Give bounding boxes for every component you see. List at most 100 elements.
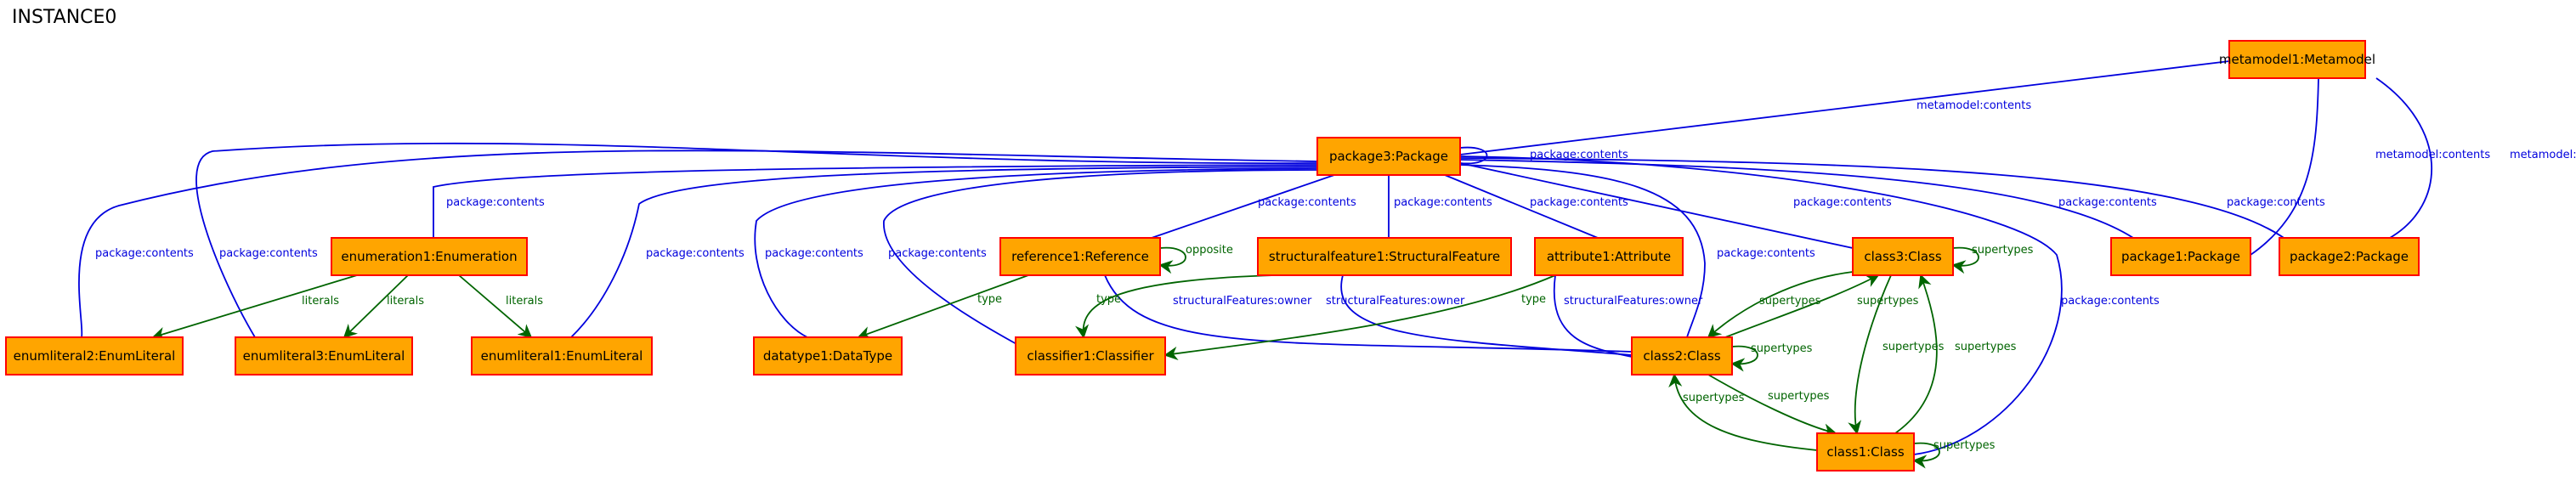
edge-label: supertypes xyxy=(1857,295,1919,308)
edge-line xyxy=(1459,164,1706,338)
edge-ref-dt: type xyxy=(857,274,1029,340)
node-enumliteral2[interactable]: enumliteral2:EnumLiteral xyxy=(5,336,184,376)
edge-label: package:contents xyxy=(888,247,987,260)
diagram-title: INSTANCE0 xyxy=(12,7,117,28)
edge-line xyxy=(1444,174,1599,239)
edge-line xyxy=(1707,271,1854,339)
edge-line xyxy=(1151,174,1335,239)
edge-label: supertypes xyxy=(1768,390,1830,403)
edge-line xyxy=(1340,274,1633,356)
edge-enum-el2: literals xyxy=(151,274,358,341)
edge-label: package:contents xyxy=(1793,196,1892,209)
node-class2[interactable]: class2:Class xyxy=(1631,336,1733,376)
edge-label: package:contents xyxy=(2227,196,2325,209)
node-reference1[interactable]: reference1:Reference xyxy=(999,237,1161,276)
node-datatype1[interactable]: datatype1:DataType xyxy=(753,336,903,376)
edge-label: supertypes xyxy=(1751,342,1813,355)
node-box xyxy=(1852,237,1954,276)
node-enumeration1[interactable]: enumeration1:Enumeration xyxy=(331,237,528,276)
edge-c3-c1: supertypes xyxy=(1848,274,1945,435)
node-metamodel1[interactable]: metamodel1:Metamodel xyxy=(2219,40,2375,79)
edge-line xyxy=(78,150,1318,338)
edge-p3-enum: package:contents xyxy=(433,164,1318,238)
edge-label: supertypes xyxy=(1933,439,1996,452)
node-class3[interactable]: class3:Class xyxy=(1852,237,1954,276)
edge-c3-c2: supertypes xyxy=(1707,271,1854,339)
edge-label: literals xyxy=(387,295,424,308)
edge-label: supertypes xyxy=(1972,244,2034,257)
edge-label: supertypes xyxy=(1955,341,2017,353)
edge-c2-self: supertypes xyxy=(1730,342,1813,372)
edge-sf-c2: structuralFeatures:owner xyxy=(1326,274,1633,356)
node-package3[interactable]: package3:Package xyxy=(1316,137,1461,176)
edge-line xyxy=(1075,274,1276,339)
edge-line xyxy=(1459,60,2230,155)
edge-c1-c3: supertypes xyxy=(1894,274,2017,434)
edge-p3-c1: package:contents xyxy=(1459,155,2160,455)
node-attribute1[interactable]: attribute1:Attribute xyxy=(1534,237,1684,276)
edge-line xyxy=(754,167,1318,338)
edge-line xyxy=(1104,274,1633,353)
node-label: enumliteral1:EnumLiteral xyxy=(481,348,643,364)
node-class1[interactable]: class1:Class xyxy=(1816,432,1915,472)
node-label: datatype1:DataType xyxy=(763,348,892,364)
edge-label: type xyxy=(1096,293,1121,306)
node-label: package1:Package xyxy=(2121,249,2240,264)
node-label: metamodel1:Metamodel xyxy=(2219,52,2375,67)
edge-line xyxy=(1459,159,2134,239)
edge-ref-self: opposite xyxy=(1158,244,1233,274)
edge-label: type xyxy=(1521,293,1546,306)
edge-label: package:contents xyxy=(1530,196,1628,209)
edge-p3-c3: package:contents xyxy=(1459,162,1892,249)
node-package1[interactable]: package1:Package xyxy=(2110,237,2251,276)
edge-line xyxy=(570,166,1318,338)
edge-line xyxy=(857,274,1029,340)
edge-label: package:contents xyxy=(95,247,194,260)
edge-line xyxy=(1163,274,1556,361)
edge-label: literals xyxy=(302,295,339,308)
edge-line xyxy=(1459,155,2063,455)
edge-p3-el2: package:contents xyxy=(78,150,1318,338)
node-box xyxy=(2110,237,2251,276)
edge-label: structuralFeatures:owner xyxy=(1564,295,1703,308)
node-box xyxy=(753,336,903,376)
edge-label: type xyxy=(977,293,1002,306)
node-label: class2:Class xyxy=(1643,348,1720,364)
edge-line xyxy=(883,169,1318,349)
edge-label: package:contents xyxy=(219,247,318,260)
edge-c3-self: supertypes xyxy=(1951,244,2034,274)
edge-line xyxy=(1848,274,1892,435)
edge-line xyxy=(1912,442,1940,469)
node-classifier1[interactable]: classifier1:Classifier xyxy=(1015,336,1166,376)
edge-p3-sf: package:contents xyxy=(1388,175,1492,238)
edge-line xyxy=(1707,374,1837,438)
edge-p3-p2: package:contents xyxy=(1459,157,2325,247)
edge-p3-c2: package:contents xyxy=(1459,164,1815,338)
node-package2[interactable]: package2:Package xyxy=(2279,237,2420,276)
edge-line xyxy=(1553,274,1633,358)
node-sf1[interactable]: structuralfeature1:StructuralFeature xyxy=(1257,237,1512,276)
node-box xyxy=(2228,40,2366,79)
edge-line xyxy=(433,164,1318,238)
edge-label: literals xyxy=(506,295,543,308)
node-enumliteral3[interactable]: enumliteral3:EnumLiteral xyxy=(235,336,413,376)
node-box xyxy=(1631,336,1733,376)
edge-enum-el1: literals xyxy=(458,274,543,339)
edge-label: package:contents xyxy=(2058,196,2157,209)
edge-label: package:contents xyxy=(446,196,545,209)
node-box xyxy=(471,336,653,376)
node-label: package3:Package xyxy=(1329,149,1448,164)
edge-line xyxy=(1730,345,1758,372)
node-label: structuralfeature1:StructuralFeature xyxy=(1269,249,1500,264)
edge-line xyxy=(1894,274,1938,434)
node-label: enumeration1:Enumeration xyxy=(341,249,517,264)
node-enumliteral1[interactable]: enumliteral1:EnumLiteral xyxy=(471,336,653,376)
edge-p3-el1: package:contents xyxy=(570,166,1318,338)
edge-p3-cf: package:contents xyxy=(883,169,1318,349)
edge-label: package:contents xyxy=(1717,247,1815,260)
node-box xyxy=(1257,237,1512,276)
node-label: enumliteral2:EnumLiteral xyxy=(14,348,176,364)
node-label: package2:Package xyxy=(2290,249,2409,264)
edge-label: opposite xyxy=(1186,244,1233,257)
